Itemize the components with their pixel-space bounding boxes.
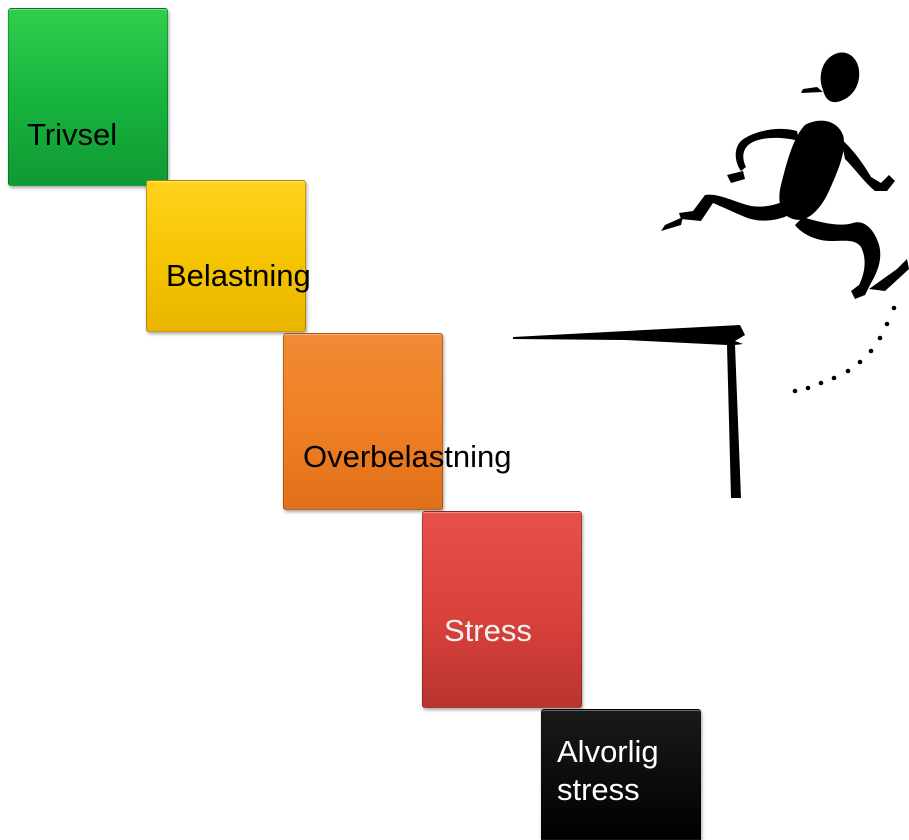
label-belastning: Belastning bbox=[166, 258, 311, 293]
label-trivsel: Trivsel bbox=[27, 117, 118, 152]
step-overbelastning bbox=[283, 333, 443, 510]
label-overbelastning: Overbelastning bbox=[303, 439, 512, 474]
step-belastning bbox=[146, 180, 306, 332]
label-stress: Stress bbox=[444, 613, 532, 648]
label-alvorlig-stress: Alvorlig stress bbox=[557, 734, 659, 807]
step-stress bbox=[422, 511, 582, 708]
runner-figure bbox=[661, 52, 909, 299]
hurdle-icon bbox=[513, 325, 745, 498]
dotted-jump-trail bbox=[792, 305, 897, 394]
running-stick-figure-icon bbox=[513, 52, 909, 498]
step-trivsel bbox=[8, 8, 168, 186]
step-alvorlig-stress bbox=[541, 709, 701, 840]
